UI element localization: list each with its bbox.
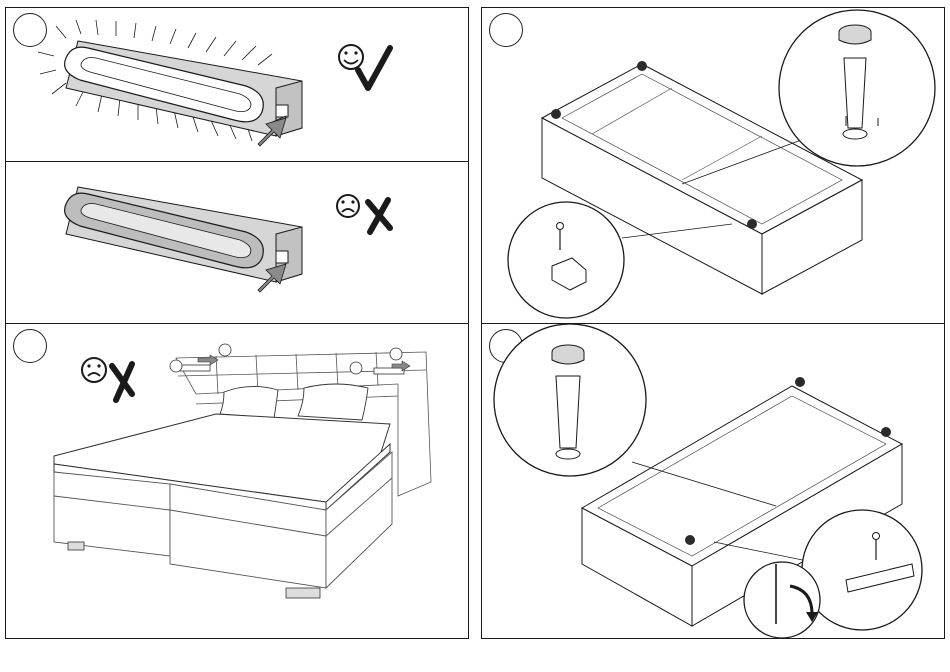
- sad-face-icon: [82, 358, 106, 382]
- pillow-left: [220, 386, 278, 418]
- panel-step-1: [5, 7, 469, 162]
- cross-icon: [112, 364, 132, 400]
- pillow-right: [298, 384, 368, 420]
- lamp-on-illustration: [6, 8, 470, 163]
- bed-illustration: [6, 324, 470, 640]
- cross-icon: [368, 200, 390, 232]
- panel-step-3: [5, 323, 469, 639]
- sad-face-icon: [337, 195, 359, 217]
- frame-feet-illustration: [482, 8, 946, 325]
- lamp-off-illustration: [6, 162, 470, 325]
- happy-face-icon: [339, 45, 363, 69]
- panel-step-4: [481, 7, 945, 324]
- panel-step-2: [5, 161, 469, 324]
- frame-bracket-illustration: [482, 324, 946, 640]
- panel-step-5: [481, 323, 945, 639]
